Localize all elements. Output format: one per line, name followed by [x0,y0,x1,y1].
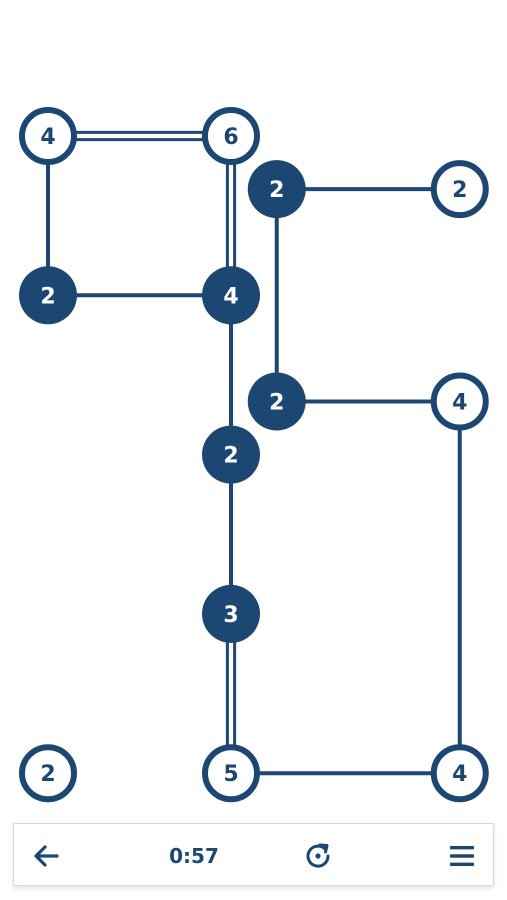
island-circle [19,744,77,803]
timer: 0:57 [169,844,219,868]
island-k[interactable]: 2 [19,744,77,803]
island-number: 5 [223,762,238,787]
island-i[interactable]: 2 [202,425,260,484]
island-h[interactable]: 4 [430,372,489,431]
island-number: 4 [40,125,55,150]
back-button[interactable] [28,838,64,874]
island-l[interactable]: 5 [202,744,260,803]
island-circle [19,266,77,325]
island-number: 4 [223,284,238,309]
island-number: 3 [223,603,238,628]
island-b[interactable]: 6 [202,107,260,165]
island-d[interactable]: 2 [430,160,489,219]
island-circle [202,425,260,484]
bottom-toolbar: 0:57 [13,823,494,886]
island-number: 2 [223,444,238,469]
island-circle [430,744,489,803]
menu-button[interactable] [444,838,480,874]
island-number: 2 [269,178,284,203]
island-circle [202,584,260,643]
islands-layer: 4 6 2 2 2 4 2 4 2 3 2 5 4 [19,107,489,803]
island-number: 4 [452,391,467,416]
island-circle [430,372,489,431]
restart-button[interactable] [300,838,336,874]
island-number: 2 [452,178,467,203]
island-number: 4 [452,762,467,787]
island-circle [430,160,489,219]
restart-icon [306,843,330,868]
island-m[interactable]: 4 [430,744,489,803]
island-j[interactable]: 3 [202,584,260,643]
island-e[interactable]: 2 [19,266,77,325]
island-circle [19,107,77,165]
island-a[interactable]: 4 [19,107,77,165]
island-circle [247,372,306,431]
island-number: 2 [40,762,55,787]
island-number: 6 [223,125,238,150]
island-circle [202,744,260,803]
island-c[interactable]: 2 [247,160,306,219]
island-circle [202,266,260,325]
island-f[interactable]: 4 [202,266,260,325]
puzzle-board[interactable]: 4 6 2 2 2 4 2 4 2 3 2 5 4 [0,0,507,820]
island-circle [247,160,306,219]
hamburger-menu-icon [450,846,474,866]
island-circle [202,107,260,165]
island-number: 2 [40,284,55,309]
island-g[interactable]: 2 [247,372,306,431]
arrow-left-icon [34,845,59,867]
island-number: 2 [269,391,284,416]
